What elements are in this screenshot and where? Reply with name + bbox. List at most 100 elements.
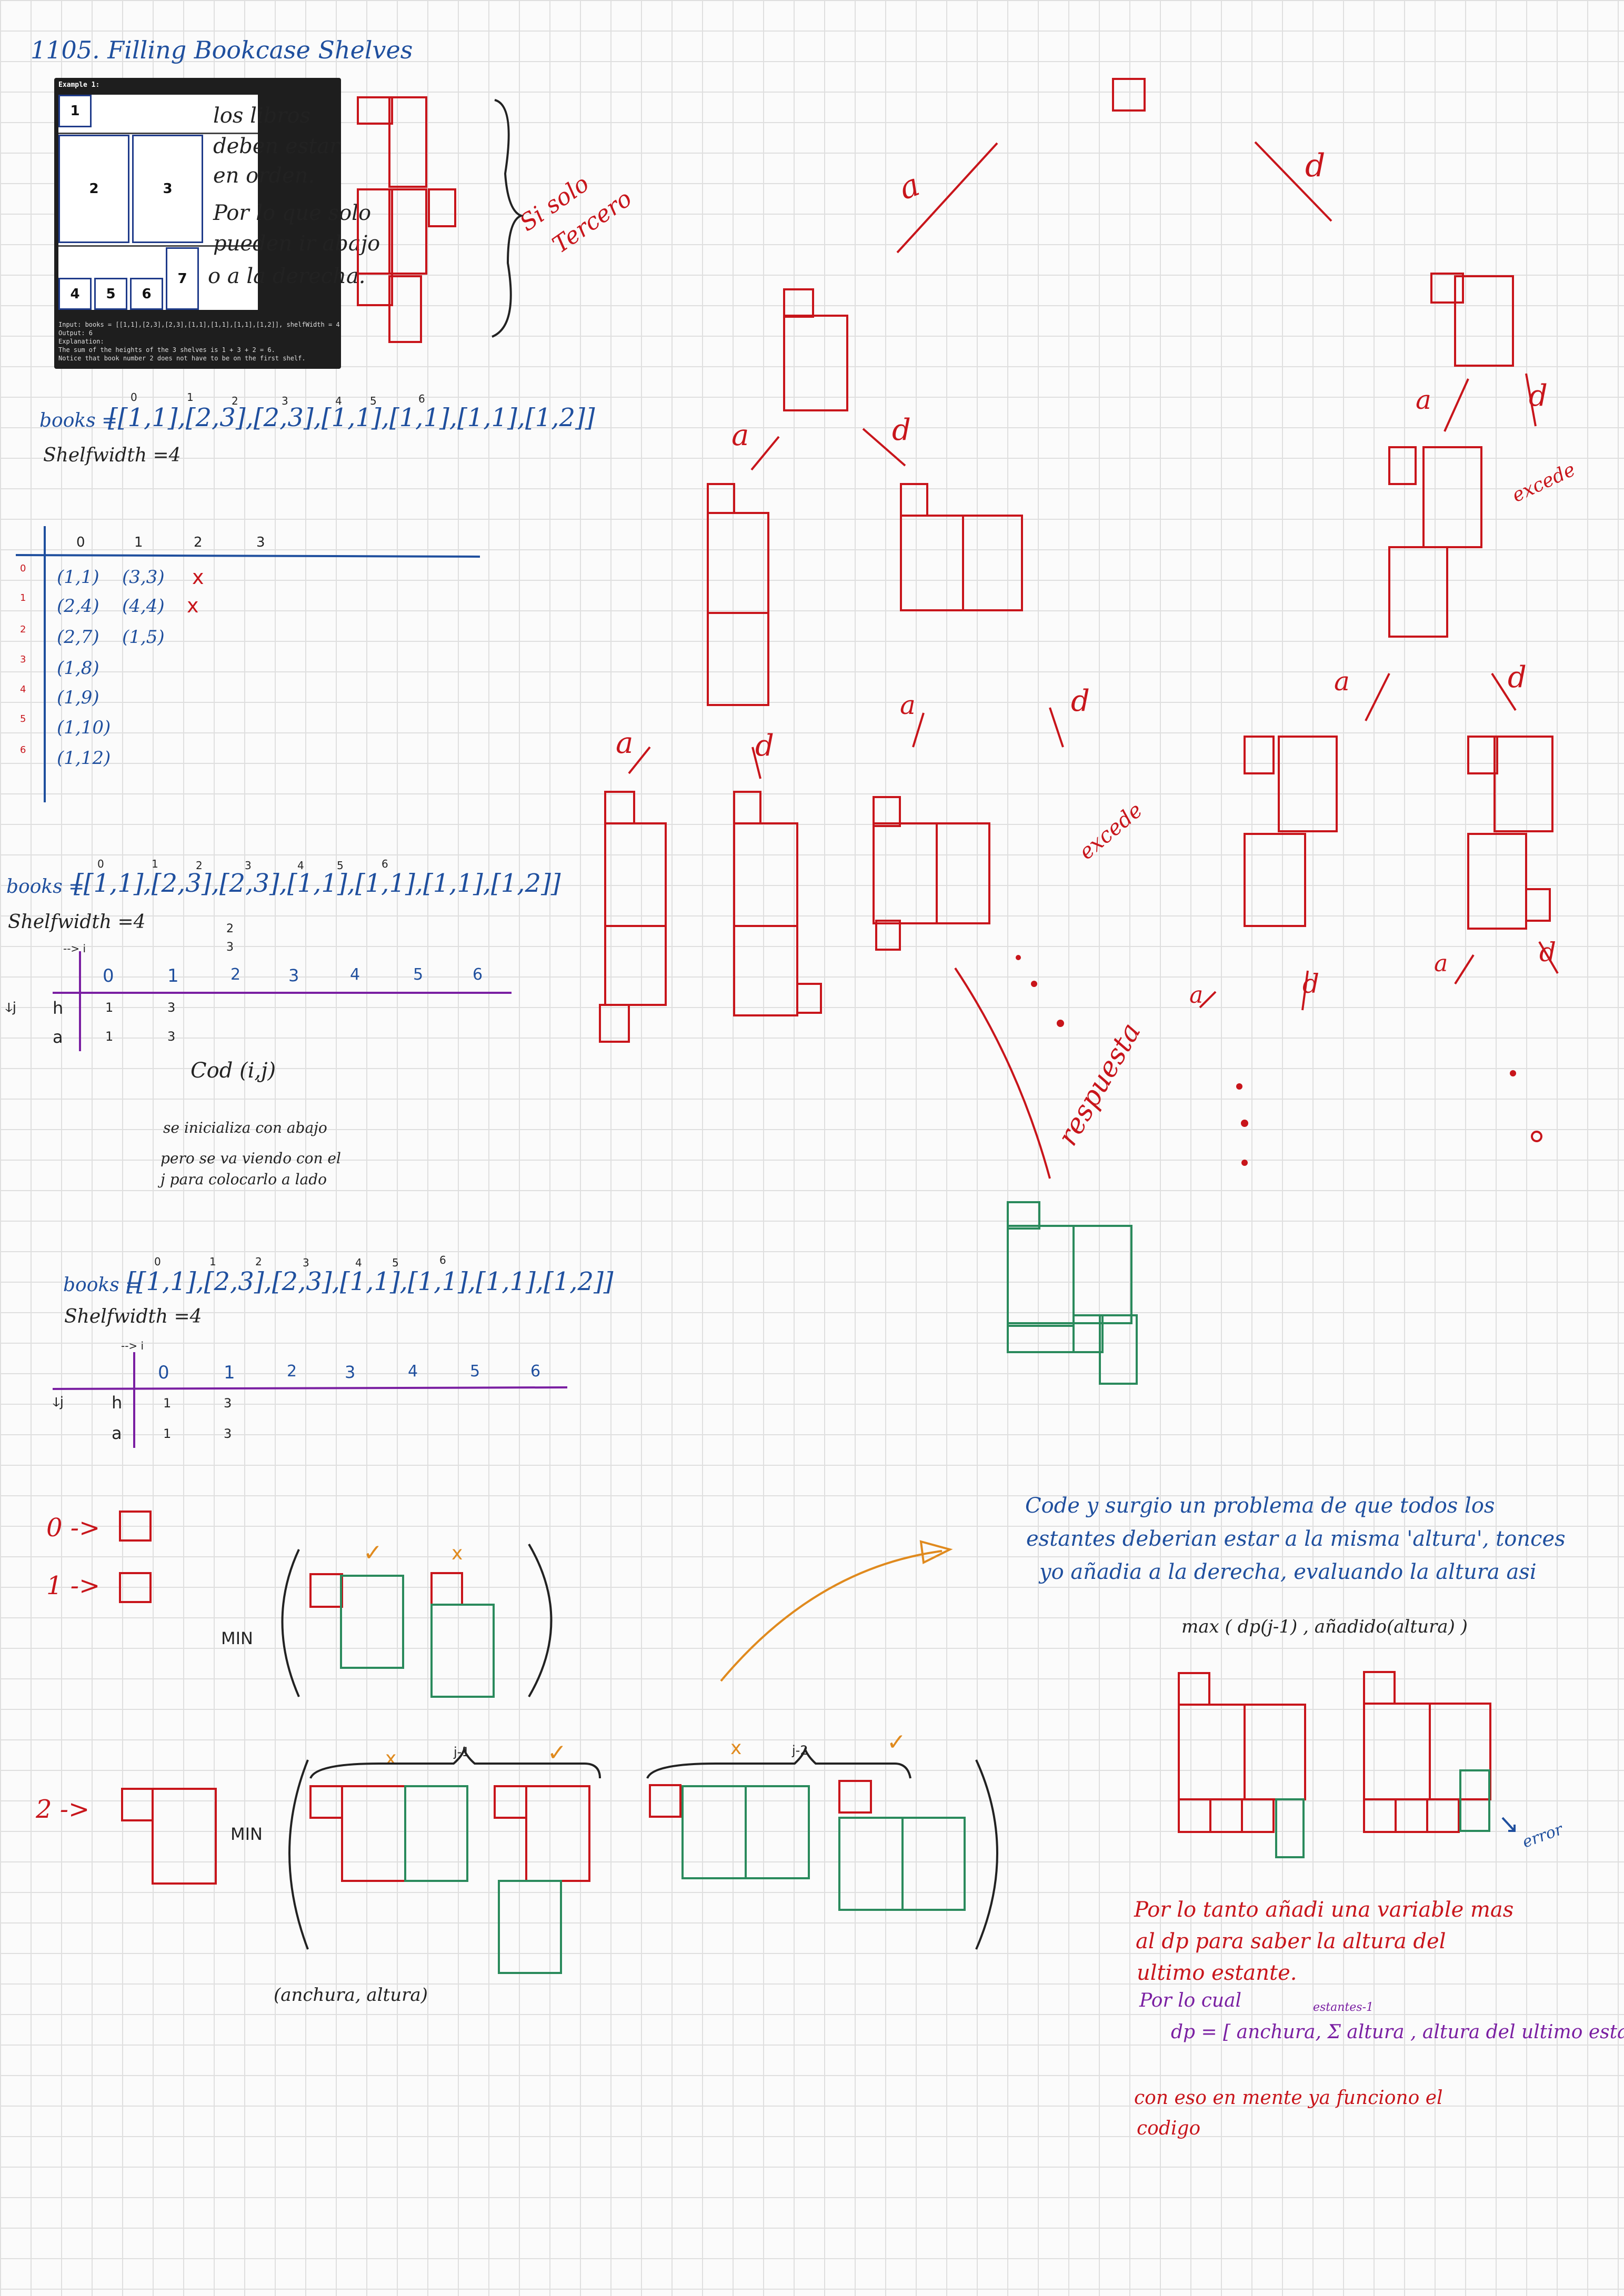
cod-title: Cod (i,j) (191, 1059, 276, 1083)
check-mark: ✓ (887, 1729, 906, 1756)
paren (288, 1759, 309, 1950)
row-header: 3 (20, 654, 26, 665)
book-sketch (838, 1780, 872, 1814)
book-sketch (1278, 736, 1338, 832)
conclusion-line: Por lo cual (1139, 1990, 1242, 2011)
table-cell: (4,4) (122, 596, 165, 617)
column-header: 1 (167, 965, 179, 986)
book-sketch (838, 1817, 904, 1911)
book-sketch (901, 1817, 966, 1911)
book-sketch (707, 512, 769, 614)
answer-sketch (1007, 1201, 1138, 1385)
table-cell: 3 (167, 1000, 176, 1015)
table-line (52, 1386, 568, 1390)
book-sketch (1467, 736, 1498, 774)
reject-mark: x (192, 566, 204, 589)
book-1: 1 (58, 95, 92, 127)
max-formula: max ( dp(j-1) , añadido(altura) ) (1181, 1616, 1468, 1637)
column-header: 2 (230, 965, 241, 984)
respuesta-arrow (954, 967, 1051, 1179)
books-label: books = (6, 876, 85, 898)
conclusion-line: ultimo estante. (1137, 1961, 1297, 1985)
table-cell: (1,12) (57, 748, 111, 769)
tree-arrow (912, 712, 925, 748)
tree-a: a (1189, 982, 1204, 1009)
book-sketch (733, 791, 761, 824)
row-header: 2 (20, 624, 26, 635)
book-sketch (900, 483, 928, 517)
shelfwidth-label: Shelfwidth =4 (43, 445, 181, 466)
column-header: 5 (413, 965, 424, 984)
book-index: 3 (282, 395, 288, 407)
brace (309, 1746, 601, 1779)
book-sketch (119, 1572, 152, 1603)
column-header: 6 (530, 1362, 541, 1381)
tree-arrow (1491, 672, 1517, 711)
table-cell: (1,8) (57, 658, 99, 679)
book-index: 1 (152, 858, 158, 870)
column-header: 4 (350, 965, 360, 984)
book-index: 0 (131, 391, 137, 404)
shelf-line (58, 245, 258, 247)
tree-d: d (892, 413, 911, 447)
book-index: 2 (255, 1255, 262, 1268)
row-header: 1 (20, 592, 26, 603)
tree-arrow (1454, 954, 1475, 985)
cod-line: pero se va viendo con el (161, 1150, 341, 1167)
cross-mark: x (452, 1543, 463, 1564)
book-sketch (388, 188, 427, 275)
table-cell: 3 (224, 1426, 232, 1441)
tree-arrow (862, 428, 906, 467)
book-index: 2 (232, 395, 238, 407)
books-value: [[1,1],[2,3],[2,3],[1,1],[1,1],[1,1],[1,… (74, 869, 561, 898)
book-sketch (599, 1004, 630, 1043)
example-title: Example 1: (58, 81, 100, 89)
table-cell: 3 (224, 1396, 232, 1411)
column-header: 3 (256, 535, 265, 550)
column-header: 2 (287, 1362, 297, 1381)
book-index: 3 (245, 859, 252, 872)
book-sketch (430, 1604, 495, 1698)
explanation-1: The sum of the heights of the 3 shelves … (58, 346, 275, 354)
table-cell: (2,7) (57, 627, 99, 648)
tree-arrow (1443, 378, 1469, 432)
table-line (15, 554, 480, 558)
orange-arrow (720, 1550, 943, 1682)
tree-arrow (896, 142, 998, 254)
paren (528, 1543, 553, 1698)
book-index: 0 (97, 858, 104, 870)
output-line: Output: 6 (58, 329, 93, 337)
table-cell: (1,1) (57, 567, 99, 588)
book-sketch (404, 1785, 468, 1882)
sigma-upper: estantes-1 (1313, 2001, 1374, 2014)
book-sketch (388, 275, 422, 343)
book-index: 5 (337, 859, 344, 872)
extra-index: 2 (226, 922, 234, 935)
column-header: 5 (470, 1362, 480, 1381)
tree-arrow (1254, 141, 1332, 222)
check-mark: ✓ (547, 1739, 567, 1766)
dp-row-2: 2 -> (36, 1795, 90, 1824)
column-header: 6 (473, 965, 483, 984)
book-sketch (152, 1788, 217, 1885)
book-sketch (875, 920, 901, 951)
book-sketch (873, 796, 901, 827)
book-sketch (936, 822, 990, 924)
book-sketch (604, 822, 667, 927)
dots (1016, 955, 1542, 1166)
tree-a: a (731, 418, 749, 452)
books-value: [[1,1],[2,3],[2,3],[1,1],[1,1],[1,1],[1,… (108, 403, 595, 432)
book-sketch (681, 1785, 747, 1879)
book-sketch (1493, 736, 1553, 832)
note-line: los libros (213, 104, 311, 128)
book-sketch (783, 315, 848, 411)
tree-arrow (1301, 970, 1309, 1011)
book-sketch (309, 1785, 343, 1819)
book-sketch (900, 515, 964, 611)
book-sketch (962, 515, 1023, 611)
shelfwidth-label: Shelfwidth =4 (64, 1306, 202, 1327)
table-cell: 3 (167, 1029, 176, 1044)
row-header: h (112, 1393, 123, 1413)
brace (492, 99, 524, 338)
tree-arrow (628, 746, 651, 774)
